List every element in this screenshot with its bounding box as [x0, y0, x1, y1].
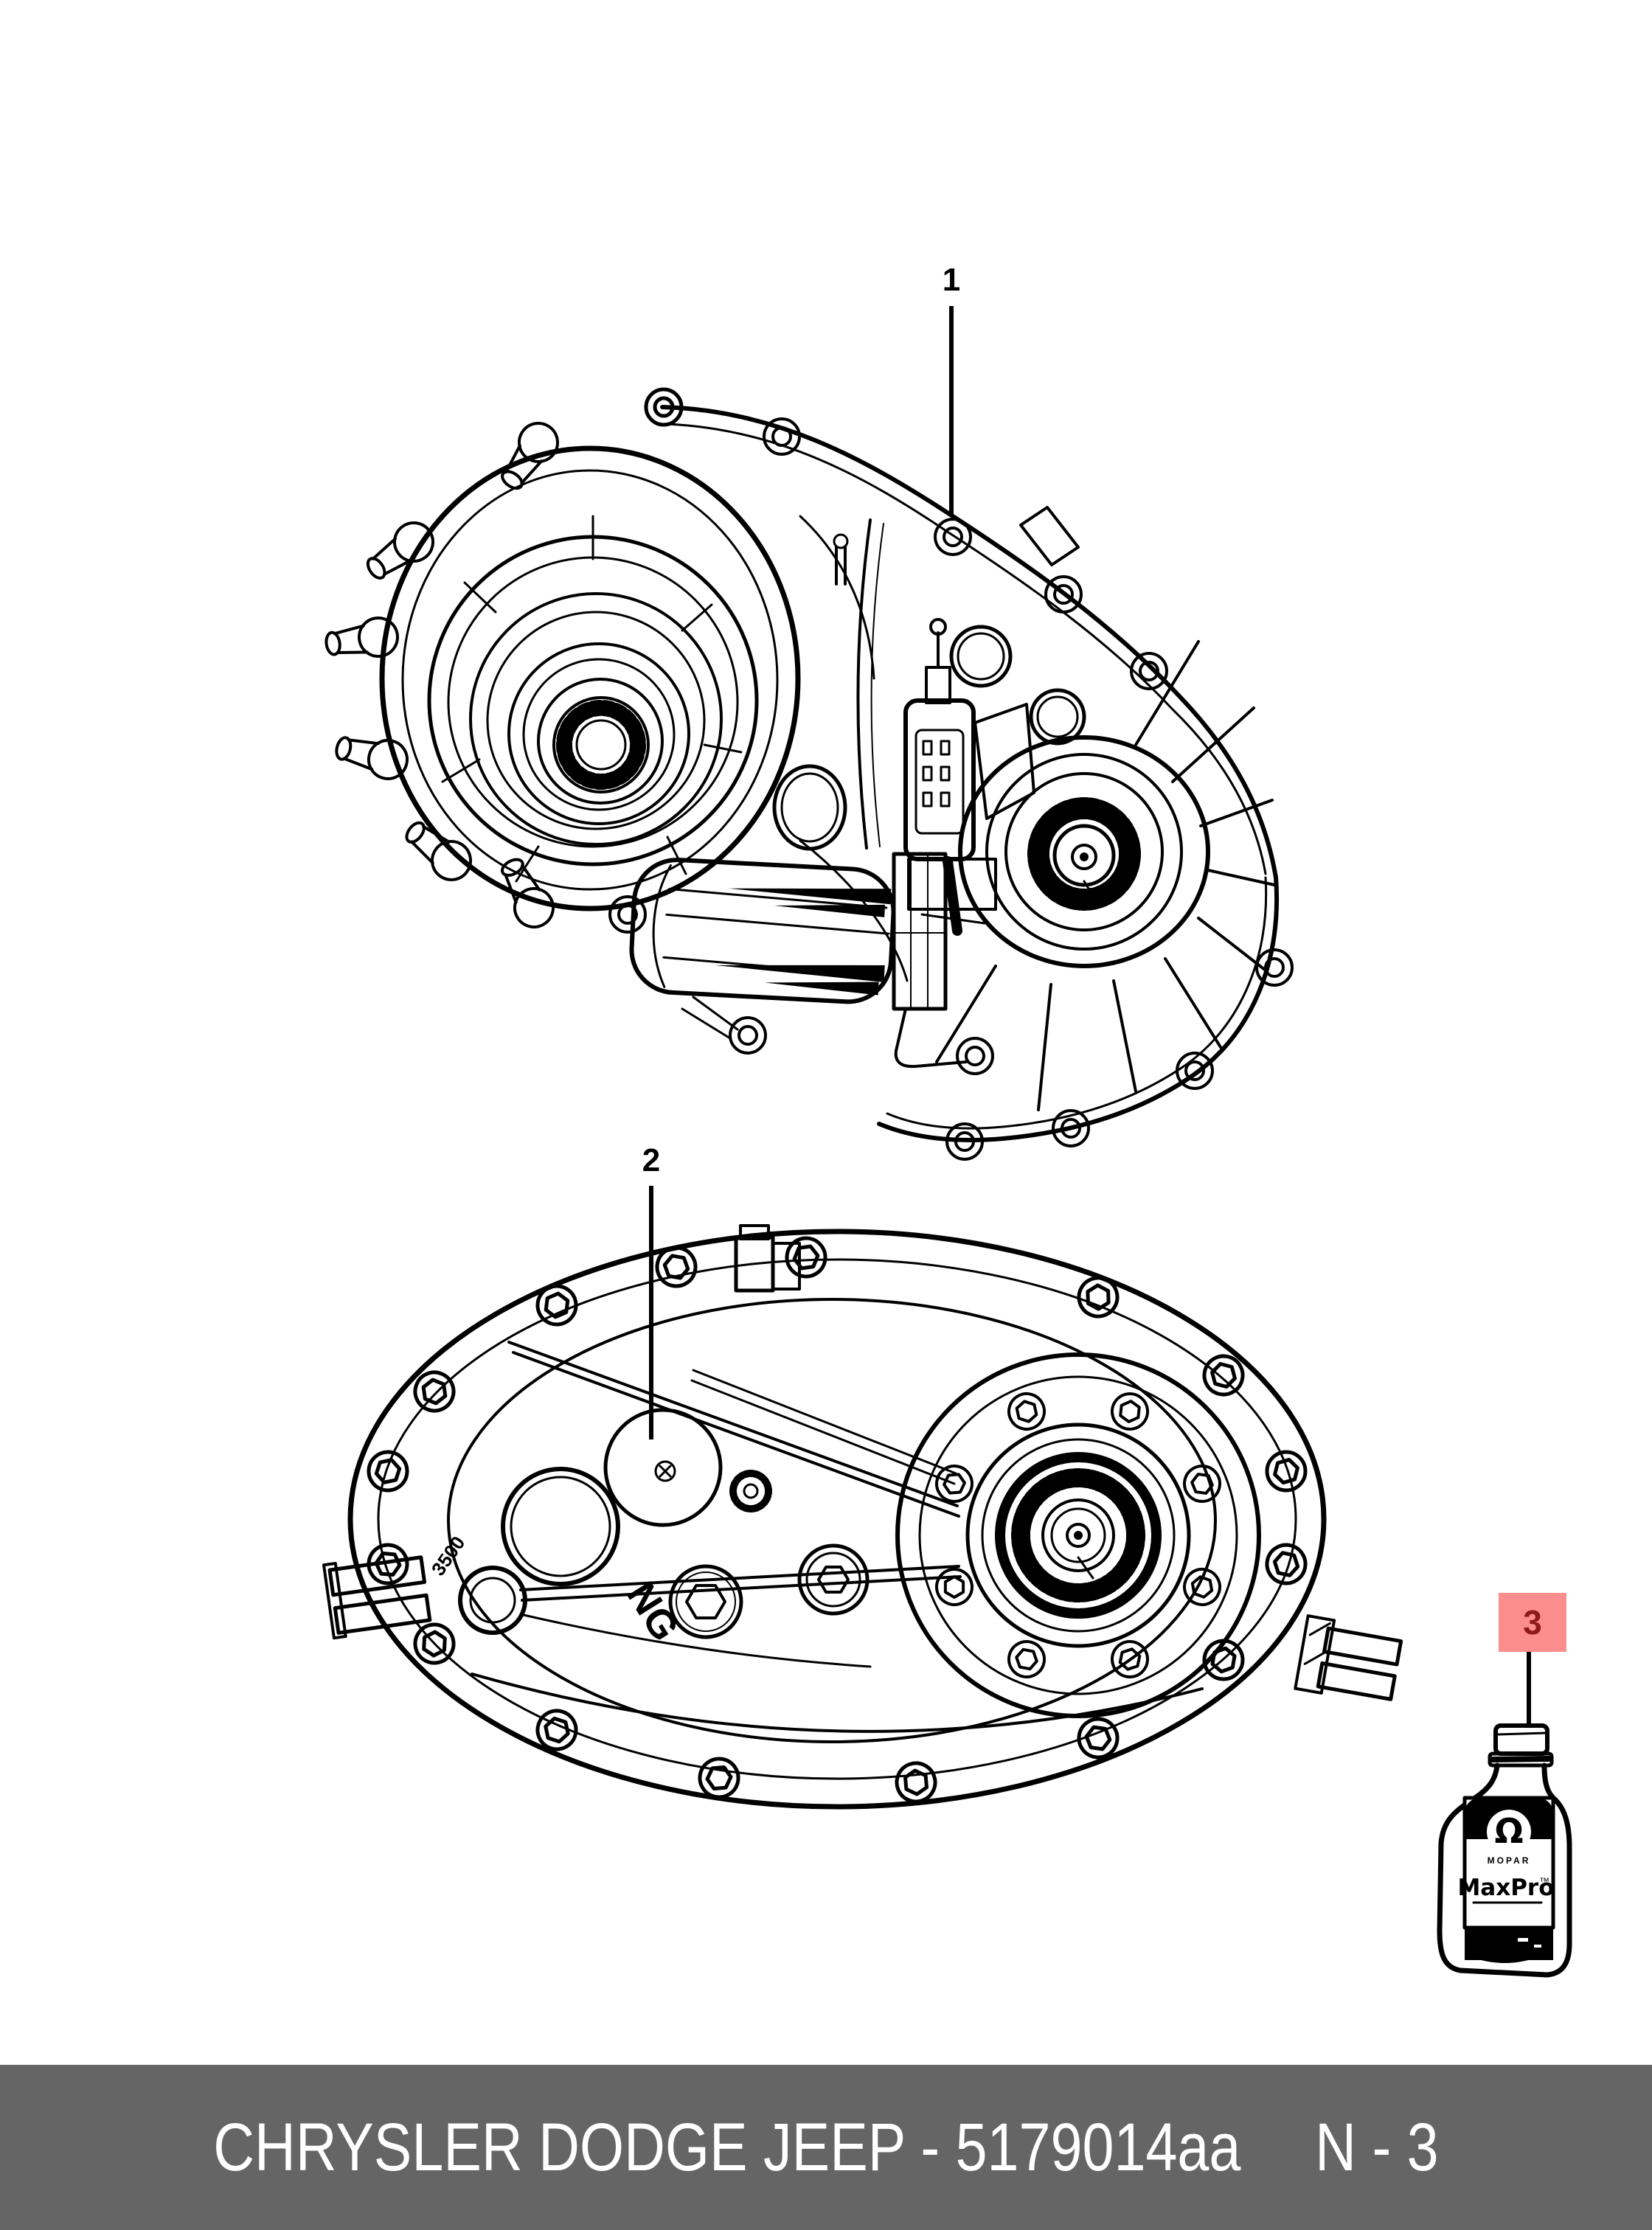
footer-page-number: N - 3 — [1315, 2109, 1439, 2185]
callout-3-label: 3 — [1523, 1603, 1542, 1642]
bottle-label: Ω MOPAR MaxPro ™ — [1457, 1796, 1555, 1960]
casting-mark-number: 3500 — [427, 1532, 470, 1580]
footer-catalog-text: CHRYSLER DODGE JEEP - 5179014aa — [213, 2109, 1241, 2185]
connector-illustration — [903, 618, 1035, 936]
shift-motor-illustration — [629, 858, 896, 1004]
bottle-product-text: MaxPro — [1457, 1875, 1554, 1901]
mopar-logo-circle — [1487, 1810, 1531, 1854]
bottle-brand-text: MOPAR — [1488, 1855, 1531, 1866]
callout-3-highlight[interactable]: 3 — [1499, 1593, 1566, 1652]
callout-2-label[interactable]: 2 — [642, 1142, 661, 1178]
fluid-bottle-illustration[interactable]: Ω MOPAR MaxPro ™ — [1437, 1723, 1572, 1978]
bottle-trademark-text: ™ — [1539, 1875, 1549, 1887]
callout-1-label[interactable]: 1 — [942, 262, 961, 298]
transfer-case-assembly-illustration[interactable] — [322, 389, 1294, 1161]
mopar-omega-logo-icon: Ω — [1494, 1811, 1523, 1851]
transfer-case-housing-illustration[interactable]: NG 3500 — [322, 1224, 1403, 1808]
footer-bar: CHRYSLER DODGE JEEP - 5179014aa N - 3 — [0, 2065, 1652, 2230]
